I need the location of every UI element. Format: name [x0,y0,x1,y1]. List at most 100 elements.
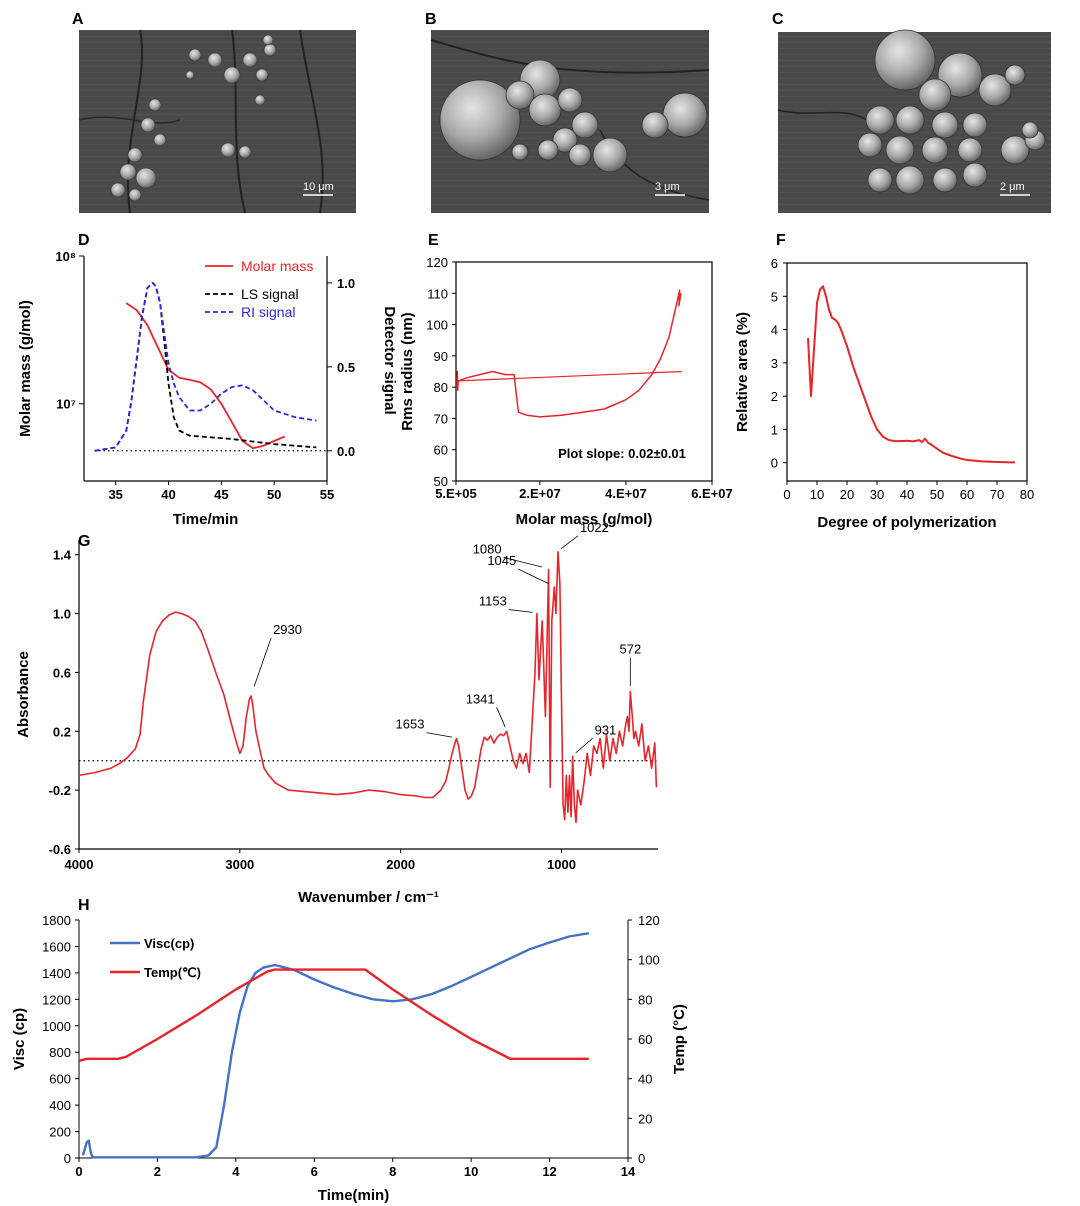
legend-label: RI signal [241,304,295,320]
x-tick-label: 5.E+05 [435,486,477,501]
sem-micrograph-c: 2 μm [777,29,1051,213]
series-line-temperature [78,968,589,1062]
sem-micrograph-b: 3 μm [430,30,710,213]
y-tick-label: 0 [771,456,778,471]
y-tick-label: 4 [771,323,778,338]
x-tick-label: 40 [161,487,175,502]
x-tick-label: 4.E+07 [605,486,647,501]
panel-letter-d: D [78,232,90,249]
y-tick-label: 90 [434,349,448,364]
y-tick-label: 1.4 [53,548,72,563]
x-tick-label: 30 [870,487,884,502]
series-line-1 [458,370,682,382]
y2-tick-label: 20 [638,1111,652,1126]
y-tick-label: 1.0 [53,607,71,622]
x-axis-title: Time(min) [318,1187,389,1204]
panel-letter-a: A [72,11,84,28]
x-tick-label: 50 [267,487,281,502]
peak-leader-line [503,557,542,568]
panel-letter-c: C [772,11,784,28]
x-tick-label: 35 [108,487,122,502]
peak-label: 1022 [580,520,609,535]
spectrum-line [78,550,658,824]
legend-label: Temp(℃) [144,965,201,980]
y-tick-label: 10⁸ [55,249,76,264]
x-tick-label: 0 [75,1164,82,1179]
panel-letter-h: H [78,897,90,914]
y-tick-label: 10⁷ [56,397,76,412]
y-tick-label: 120 [426,255,448,270]
x-tick-label: 60 [960,487,974,502]
y-tick-label: 3 [771,356,778,371]
series-line-0 [807,285,1015,464]
y-axis-title: Rms radius (nm) [399,312,416,430]
panel-letter-g: G [78,533,90,550]
y-tick-label: 0 [64,1151,71,1166]
y-tick-label: 80 [434,380,448,395]
peak-label: 1653 [396,717,425,732]
x-tick-label: 10 [464,1164,478,1179]
y2-tick-label: 1.0 [337,276,355,291]
panel-letter-b: B [425,11,437,28]
slope-annotation: Plot slope: 0.02±0.01 [558,446,686,461]
y-tick-label: 800 [49,1045,71,1060]
x-tick-label: 6.E+07 [691,486,733,501]
series-line-0 [456,289,682,418]
y-tick-label: 6 [771,256,778,271]
y-tick-label: 0.2 [53,724,71,739]
peak-leader-line [518,568,550,585]
y-axis-title: Absorbance [15,651,32,738]
y-axis-title: Molar mass (g/mol) [17,300,34,437]
y2-tick-label: 0.5 [337,360,355,375]
y2-tick-label: 0.0 [337,444,355,459]
scale-bar-label-a: 10 μm [303,181,334,193]
x-tick-label: 20 [840,487,854,502]
y-tick-label: 1000 [42,1019,71,1034]
peak-leader-line [508,609,533,613]
x-axis-title: Time/min [173,511,239,528]
peak-leader-line [253,637,272,687]
peak-label: 1080 [473,541,502,556]
x-tick-label: 70 [990,487,1004,502]
y-tick-label: 200 [49,1125,71,1140]
y2-axis-title: Detector signal [381,306,398,414]
peak-label: 2930 [273,622,302,637]
y2-tick-label: 100 [638,953,660,968]
y-tick-label: 1 [771,422,778,437]
x-tick-label: 2000 [386,857,415,872]
y-tick-label: 1800 [42,913,71,928]
panel-letter-e: E [428,232,439,249]
y2-tick-label: 120 [638,913,660,928]
y-axis-title: Relative area (%) [734,312,751,432]
x-tick-label: 40 [900,487,914,502]
x-axis-title: Molar mass (g/mol) [516,511,653,528]
y-tick-label: 1600 [42,939,71,954]
plot-frame [786,262,1028,482]
x-tick-label: 80 [1020,487,1034,502]
y-tick-label: 0.6 [53,665,71,680]
x-tick-label: 14 [621,1164,636,1179]
x-axis-title: Degree of polymerization [817,514,996,531]
x-tick-label: 2.E+07 [519,486,561,501]
series-line-ri-signal [94,281,317,452]
y2-axis-title: Temp (°C) [671,1004,688,1074]
legend-label: LS signal [241,286,299,302]
x-tick-label: 12 [542,1164,556,1179]
y2-tick-label: 0 [638,1151,645,1166]
x-tick-label: 45 [214,487,228,502]
x-tick-label: 3000 [225,857,254,872]
peak-leader-line [575,737,593,754]
y-tick-label: -0.2 [49,783,71,798]
y-tick-label: 1400 [42,966,71,981]
y-tick-label: 100 [426,318,448,333]
legend-label: Visc(cp) [144,936,194,951]
y-tick-label: 60 [434,443,448,458]
sem-micrograph-a: 10 μm [78,29,356,214]
x-tick-label: 55 [320,487,334,502]
y-tick-label: 1200 [42,992,71,1007]
